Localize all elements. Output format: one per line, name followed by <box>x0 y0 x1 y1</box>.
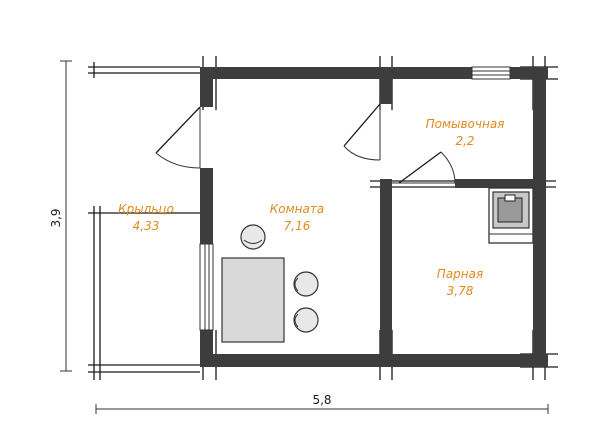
wall-bottom <box>200 354 548 367</box>
window-left <box>199 243 214 331</box>
wall-middle-upper <box>380 67 392 104</box>
dimension-height <box>60 60 72 372</box>
walls <box>200 67 548 367</box>
room-name-porch: Крыльцо <box>118 202 174 216</box>
door-washing <box>343 103 381 161</box>
room-area-porch: 4,33 <box>133 219 160 233</box>
dimension-height-label: 3,9 <box>49 208 63 227</box>
dining-table <box>221 257 285 343</box>
wall-top <box>200 67 472 79</box>
wall-middle-lower <box>380 179 392 367</box>
wall-left-lower <box>200 330 213 367</box>
room-name-washing: Помывочная <box>426 117 505 131</box>
stool-top <box>240 224 266 250</box>
window-top <box>471 66 511 80</box>
log-extension-lines <box>88 56 558 380</box>
room-area-room: 7,16 <box>284 219 311 233</box>
wall-right <box>533 67 546 367</box>
dimension-width-label: 5,8 <box>312 393 331 407</box>
stove-icon <box>488 187 534 244</box>
room-name-steam: Парная <box>437 267 483 281</box>
wall-partition <box>455 179 546 188</box>
wall-left-middle <box>200 168 213 244</box>
stool-right-1 <box>293 271 319 297</box>
room-area-steam: 3,78 <box>447 284 474 298</box>
stool-right-2 <box>293 307 319 333</box>
wall-left-upper <box>200 67 213 107</box>
door-entrance <box>155 106 201 169</box>
room-name-room: Комната <box>270 202 324 216</box>
door-steam <box>392 151 456 184</box>
room-area-washing: 2,2 <box>455 134 474 148</box>
dimension-width <box>95 404 549 414</box>
